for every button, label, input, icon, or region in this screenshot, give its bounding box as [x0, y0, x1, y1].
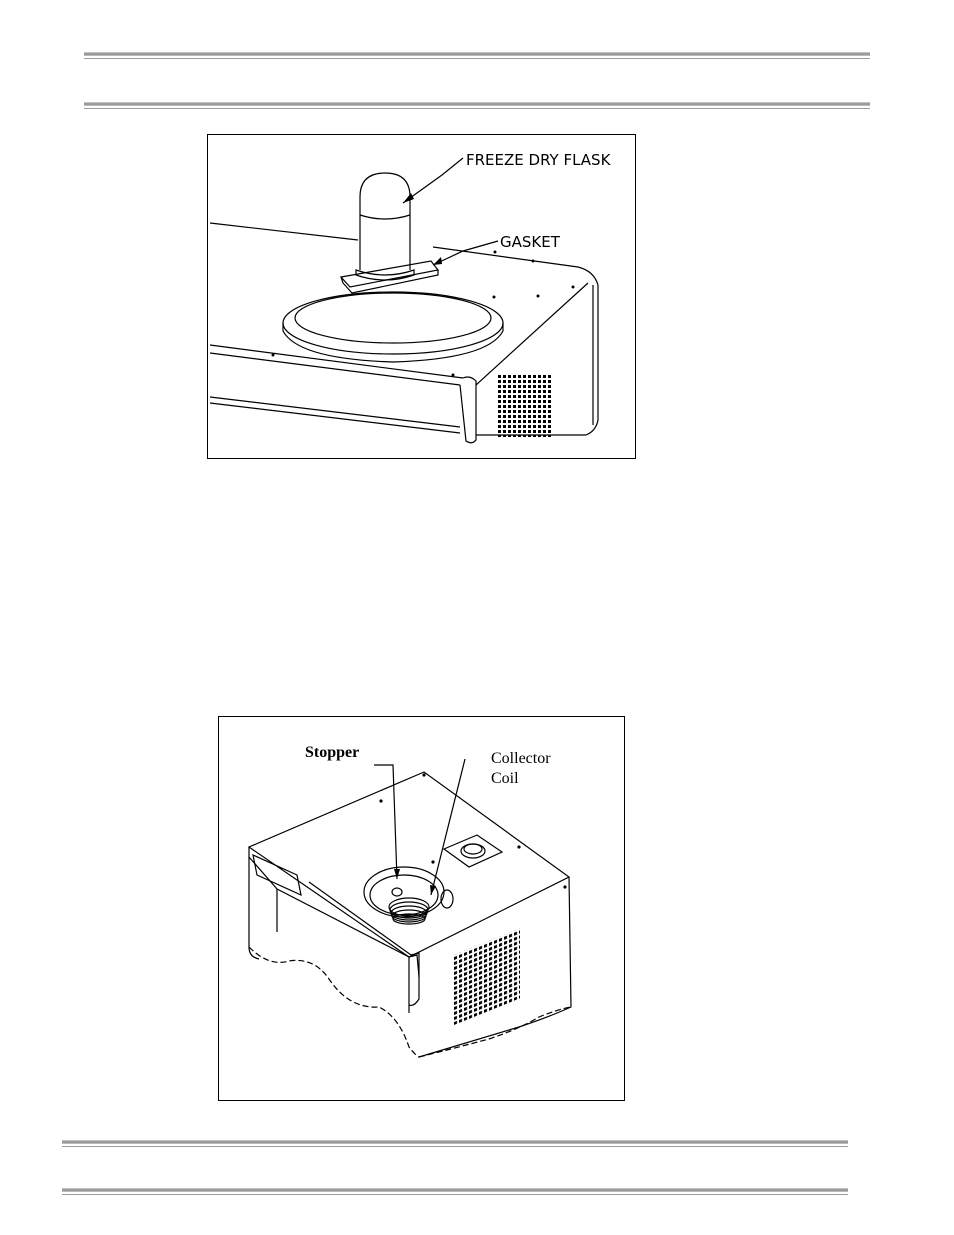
callout-stopper: Stopper [305, 744, 359, 761]
freeze-dryer-cabinet-illustration: Stopper Collector Coil [219, 717, 624, 1100]
callout-freeze-dry-flask: FREEZE DRY FLASK [466, 151, 612, 169]
vent-grille [454, 928, 520, 1025]
callout-gasket: GASKET [500, 233, 561, 251]
vent-grille [498, 375, 553, 437]
figure-collector-coil: Stopper Collector Coil [218, 716, 625, 1101]
callout-collector-line2: Coil [491, 770, 519, 787]
callout-collector-line1: Collector [491, 750, 551, 767]
figure-freeze-dry-flask: FREEZE DRY FLASK GASKET [207, 134, 636, 459]
freeze-dryer-top-illustration: FREEZE DRY FLASK GASKET [208, 135, 635, 458]
